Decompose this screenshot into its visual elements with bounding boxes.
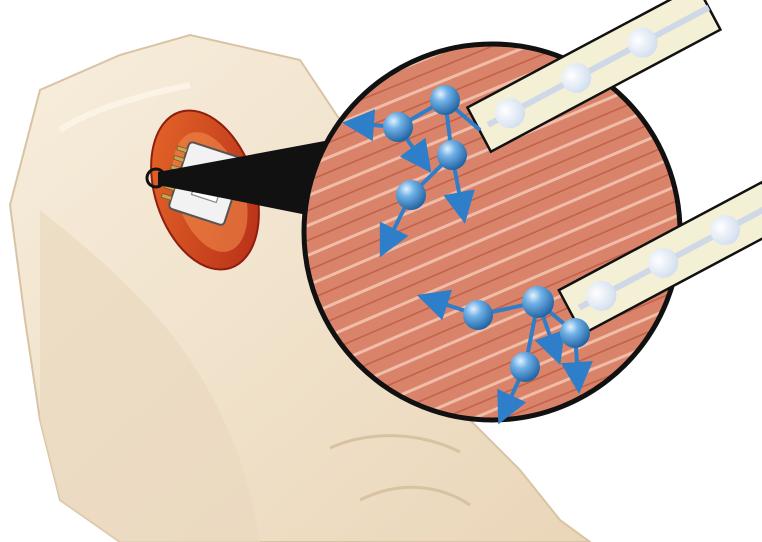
particle	[383, 112, 413, 142]
particle	[560, 318, 590, 348]
particle	[437, 140, 467, 170]
particle	[396, 180, 426, 210]
particle	[463, 300, 493, 330]
particle	[430, 85, 460, 115]
particle	[522, 286, 554, 318]
particle	[510, 352, 540, 382]
